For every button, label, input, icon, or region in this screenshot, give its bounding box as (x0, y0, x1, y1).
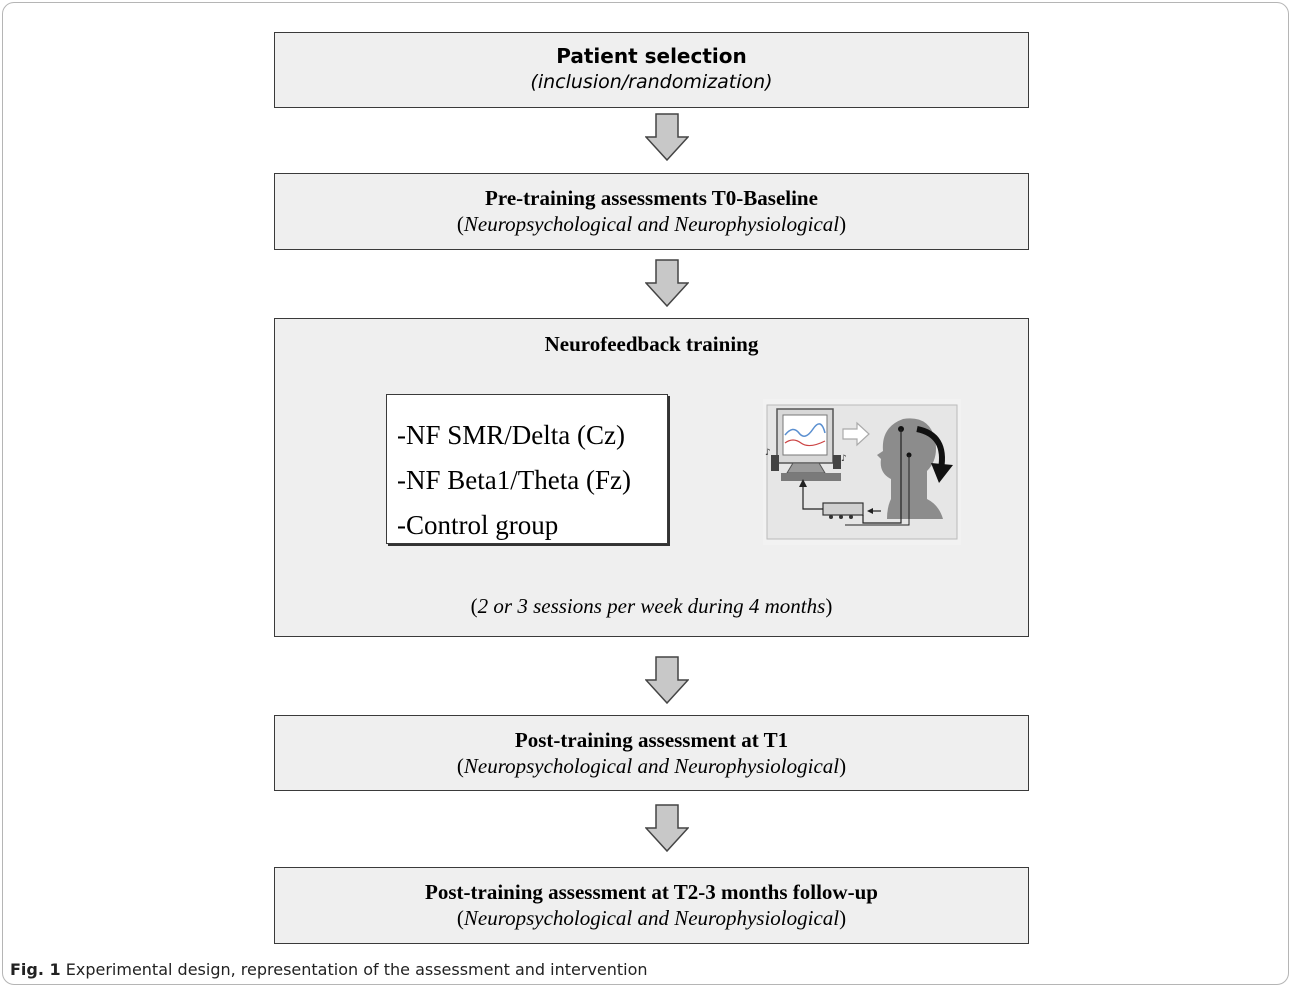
arrow-down-icon (645, 804, 689, 852)
step-pre-training: Pre-training assessments T0-Baseline (Ne… (274, 173, 1029, 250)
svg-text:♪: ♪ (765, 448, 771, 458)
group-item: -NF SMR/Delta (Cz) (397, 420, 625, 450)
group-item: -Control group (397, 510, 559, 540)
arrow-down-icon (645, 113, 689, 161)
figure-caption: Fig. 1 Experimental design, representati… (10, 960, 648, 979)
step-title: Post-training assessment at T2-3 months … (425, 880, 878, 904)
arrow-down-icon (645, 656, 689, 704)
step-post-training-t2: Post-training assessment at T2-3 months … (274, 867, 1029, 944)
step-title: Pre-training assessments T0-Baseline (485, 186, 818, 210)
step-title: Post-training assessment at T1 (514, 728, 789, 752)
step-title: Neurofeedback training (544, 332, 759, 356)
figure-caption-text: Experimental design, representation of t… (65, 960, 648, 979)
step-subtitle: Neuropsychological and Neurophysiologica… (463, 906, 840, 930)
step-patient-selection: Patient selection (inclusion/randomizati… (274, 32, 1029, 108)
training-groups-list: -NF SMR/Delta (Cz) -NF Beta1/Theta (Fz) … (386, 394, 668, 544)
step-subtitle: 2 or 3 sessions per week during 4 months (477, 594, 826, 618)
step-title: Patient selection (556, 44, 747, 68)
group-item: -NF Beta1/Theta (Fz) (397, 465, 631, 495)
neurofeedback-setup-illustration: ♪ ♪ (763, 399, 961, 545)
step-subtitle: Neuropsychological and Neurophysiologica… (463, 754, 840, 778)
arrow-down-icon (645, 259, 689, 307)
svg-text:♪: ♪ (841, 454, 847, 464)
step-post-training-t1: Post-training assessment at T1 (Neuropsy… (274, 715, 1029, 791)
step-subtitle: Neuropsychological and Neurophysiologica… (463, 212, 840, 236)
figure-label: Fig. 1 (10, 960, 61, 979)
step-subtitle: inclusion/randomization (537, 71, 766, 93)
